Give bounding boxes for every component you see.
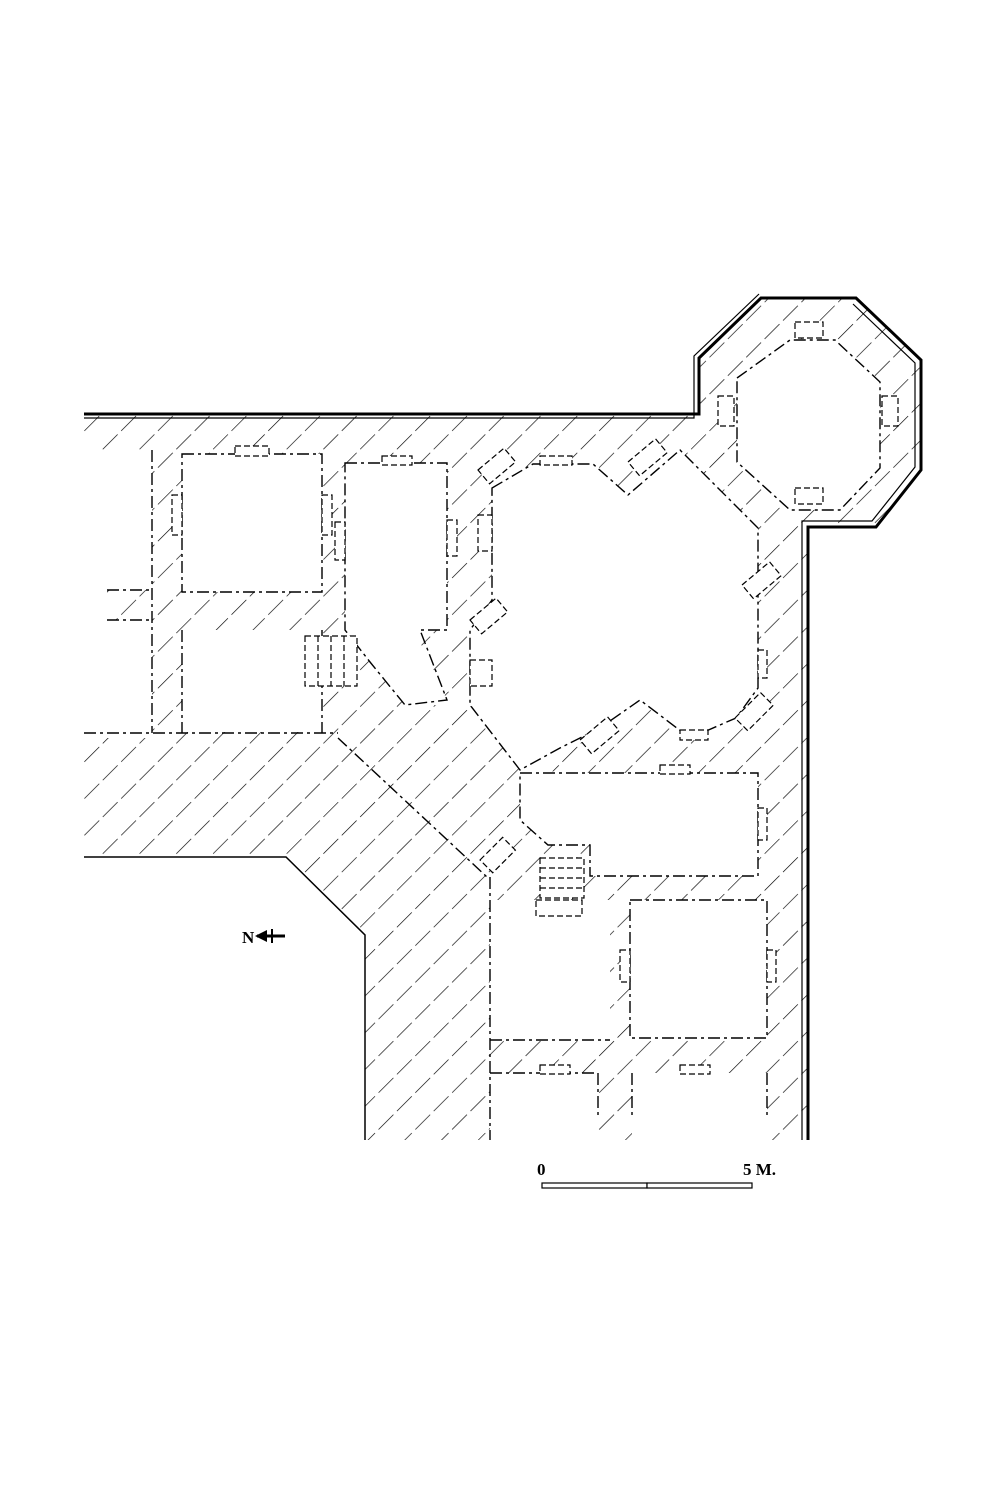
- stairs-north: [304, 635, 358, 687]
- outer-wall-outline: [84, 296, 923, 1140]
- outer-wall-inner-outline: [84, 293, 916, 1140]
- north-label: N: [242, 928, 255, 947]
- room-southeast: [629, 899, 768, 1039]
- stairs-south: [539, 857, 585, 899]
- north-arrow: N: [242, 928, 285, 947]
- north-arrow-icon: [255, 929, 285, 943]
- room-corner-tower: [736, 339, 881, 511]
- scale-end-label: 5 M.: [743, 1160, 776, 1179]
- scale-start-label: 0: [537, 1160, 546, 1179]
- wall-mass: [84, 298, 921, 1140]
- room-northwest: [181, 453, 323, 593]
- room-passage-south: [519, 772, 759, 877]
- room-passage-north: [344, 462, 448, 706]
- scale-bar-left-segment: [541, 1182, 648, 1189]
- corridor-diagonal: [337, 737, 488, 878]
- wall-niches: [171, 321, 899, 1075]
- courtyard-outline: [84, 856, 366, 1140]
- angled-niches: [469, 438, 782, 874]
- scale-bar: 0 5 M.: [537, 1160, 776, 1189]
- scale-bar-right-segment: [646, 1182, 753, 1189]
